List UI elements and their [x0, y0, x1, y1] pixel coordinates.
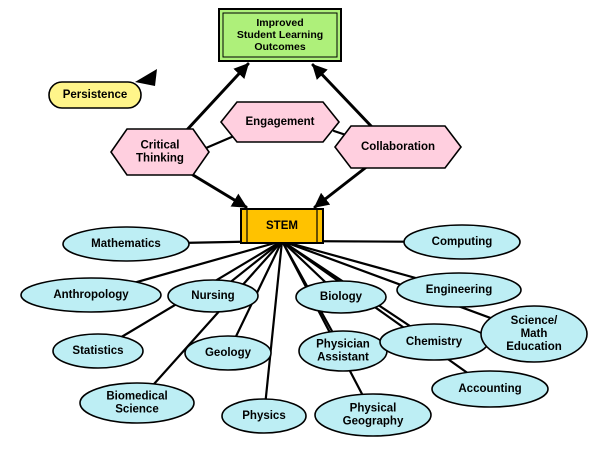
node-chemistry: Chemistry	[379, 323, 489, 361]
node-physics: Physics	[221, 398, 307, 434]
node-shape	[333, 125, 463, 169]
node-shape	[48, 81, 142, 109]
node-label-line: Critical	[141, 140, 180, 152]
node-persistence: Persistence	[48, 69, 157, 109]
node-engagement: Engagement	[219, 101, 341, 143]
node-shape	[240, 208, 324, 244]
node-label-line: Statistics	[72, 345, 123, 357]
edge-critical-thinking-to-outcomes	[183, 62, 250, 134]
node-label-line: Thinking	[136, 152, 184, 164]
node-label-line: Education	[506, 341, 562, 353]
node-label-line: Nursing	[191, 290, 234, 302]
node-label-line: Biology	[320, 291, 363, 303]
node-label-line: Engagement	[245, 116, 314, 128]
node-label-line: Geography	[343, 415, 404, 427]
node-statistics: Statistics	[52, 333, 144, 369]
node-label-line: Science	[115, 403, 158, 415]
node-label-line: Science/	[511, 315, 558, 327]
node-shape	[110, 128, 210, 176]
node-shape	[52, 333, 144, 369]
edge-collaboration-to-stem	[313, 163, 371, 209]
node-label-line: Anthropology	[53, 289, 129, 301]
node-label-line: Engineering	[426, 284, 492, 296]
node-label-line: Persistence	[63, 89, 128, 101]
node-shape	[219, 101, 341, 143]
node-shape	[314, 393, 432, 437]
node-label-line: Math	[521, 328, 548, 340]
node-inner-border	[222, 12, 338, 58]
edge-stem-to-biomedical-science	[135, 239, 284, 405]
node-label-line: Student Learning	[237, 29, 323, 41]
node-label-line: Physics	[242, 410, 285, 422]
node-shape	[396, 272, 522, 308]
node-computing: Computing	[403, 224, 521, 260]
node-shape	[167, 279, 259, 313]
node-shape	[62, 226, 190, 262]
node-label-line: Computing	[432, 236, 493, 248]
edge-critical-thinking-to-stem	[191, 173, 248, 209]
node-shape	[403, 224, 521, 260]
pointer-icon	[135, 69, 157, 86]
edge-stem-to-accounting	[280, 239, 492, 391]
node-shape	[218, 8, 342, 62]
node-label-line: Improved	[256, 17, 303, 29]
node-stem: STEM	[240, 208, 324, 244]
node-shape	[480, 305, 588, 363]
node-label-line: Collaboration	[361, 141, 435, 153]
node-geology: Geology	[184, 335, 272, 371]
node-engineering: Engineering	[396, 272, 522, 308]
node-label-line: Biomedical	[106, 391, 167, 403]
node-shape	[20, 277, 162, 313]
node-biology: Biology	[295, 280, 387, 314]
node-collaboration: Collaboration	[333, 125, 463, 169]
node-shape	[295, 280, 387, 314]
node-label-line: Mathematics	[91, 238, 161, 250]
edge-stem-to-physical-geography	[280, 239, 375, 417]
edge-critical-thinking-to-engagement	[204, 134, 236, 150]
node-label-line: Geology	[205, 347, 252, 359]
node-accounting: Accounting	[431, 370, 549, 408]
node-shape	[184, 335, 272, 371]
node-mathematics: Mathematics	[62, 226, 190, 262]
node-shape	[221, 398, 307, 434]
node-shape	[431, 370, 549, 408]
node-shape	[79, 382, 195, 424]
node-label-line: Accounting	[458, 383, 521, 395]
node-label-line: Physical	[350, 403, 397, 415]
node-anthropology: Anthropology	[20, 277, 162, 313]
node-label-line: Outcomes	[254, 41, 306, 53]
node-label-line: Assistant	[317, 351, 369, 363]
node-nursing: Nursing	[167, 279, 259, 313]
node-label-line: STEM	[266, 220, 298, 232]
node-label-line: Chemistry	[406, 336, 463, 348]
node-label-line: Physician	[316, 339, 370, 351]
edge-stem-to-physics	[262, 239, 284, 418]
edge-collaboration-to-outcomes	[311, 63, 374, 129]
